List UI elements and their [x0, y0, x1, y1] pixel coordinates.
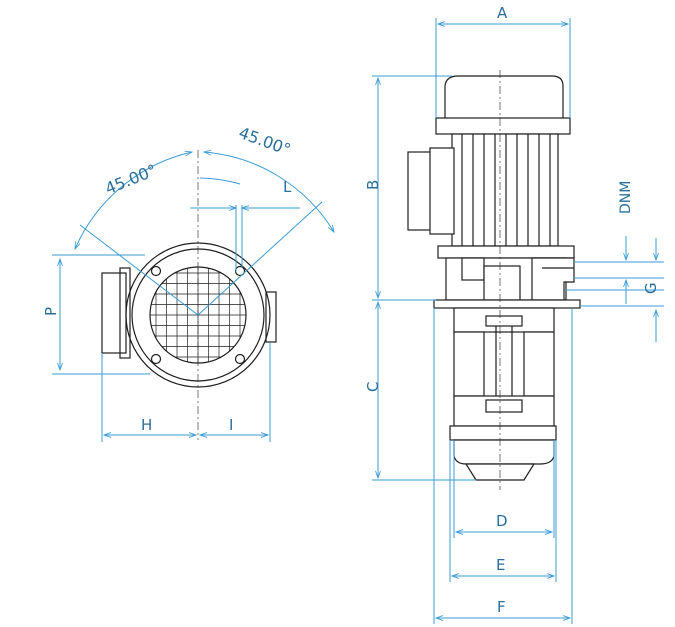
motor-fins: [461, 134, 551, 246]
dim-label-E: E: [496, 556, 505, 574]
motor-cap-ring: [435, 117, 571, 135]
dim-label-G: G: [642, 282, 660, 294]
top-view-outlet-left: [101, 272, 127, 354]
motor-body: [451, 133, 559, 247]
outlet-elbow: [531, 257, 575, 301]
pump-column-left: [453, 331, 485, 397]
bolt-hole: [234, 353, 246, 365]
pump-column-right: [523, 331, 555, 397]
pump-base: [453, 439, 555, 465]
bolt-hole: [150, 265, 162, 277]
top-view-dimensions: 45.00° 45.00° L P H I: [42, 123, 334, 442]
motor-cap: [444, 75, 564, 121]
dim-label-B: B: [364, 180, 382, 190]
dim-label-DNM: DNM: [618, 181, 634, 214]
terminal-box: [407, 151, 433, 231]
angle-arc-left: [75, 152, 192, 249]
angle-arc-right: [204, 152, 334, 232]
motor-flange: [437, 245, 575, 259]
dim-label-A: A: [497, 4, 508, 22]
top-view: [101, 150, 277, 440]
dim-label-D: D: [496, 512, 508, 530]
pump-base-ring: [449, 425, 557, 441]
top-view-outlet-right: [265, 291, 277, 343]
mounting-plate: [433, 299, 581, 309]
angle-label-right: 45.00°: [236, 123, 293, 159]
dim-label-F: F: [497, 598, 506, 616]
bolt-hole: [150, 353, 162, 365]
dim-label-P: P: [42, 307, 60, 316]
dim-label-H: H: [141, 416, 152, 434]
dim-label-L: L: [283, 178, 292, 196]
dim-label-I: I: [229, 416, 233, 434]
side-view: [407, 70, 581, 490]
side-view-dimensions: A B C D E F DNM G: [364, 4, 664, 624]
dim-label-C: C: [364, 382, 382, 392]
angle-label-left: 45.00°: [102, 160, 159, 198]
